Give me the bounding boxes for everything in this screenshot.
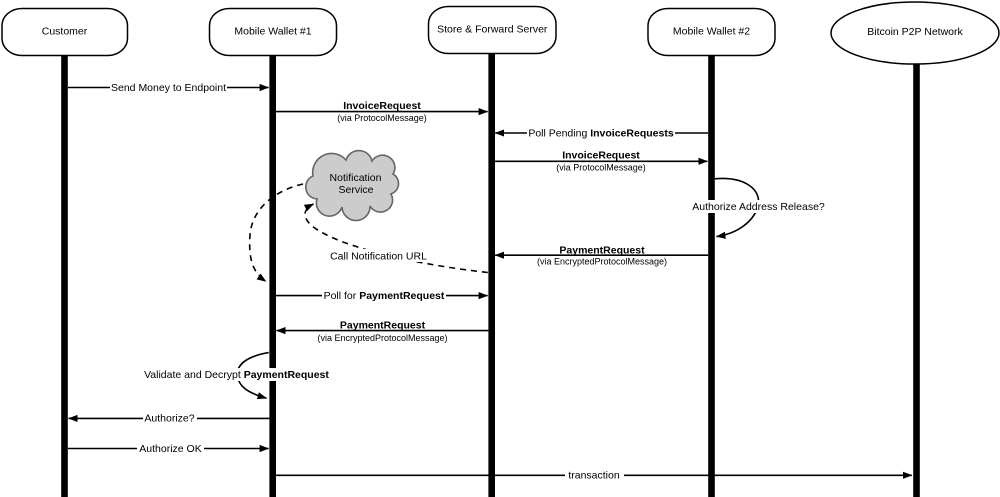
svg-text:Customer: Customer bbox=[42, 26, 88, 38]
svg-text:Poll for PaymentRequest: Poll for PaymentRequest bbox=[324, 290, 445, 302]
svg-text:Notification: Notification bbox=[330, 172, 382, 184]
svg-text:PaymentRequest: PaymentRequest bbox=[340, 320, 426, 332]
svg-text:PaymentRequest: PaymentRequest bbox=[559, 244, 645, 256]
svg-text:Validate and Decrypt PaymentRe: Validate and Decrypt PaymentRequest bbox=[144, 369, 329, 381]
svg-text:Authorize OK: Authorize OK bbox=[139, 443, 201, 455]
svg-text:(via EncryptedProtocolMessage): (via EncryptedProtocolMessage) bbox=[317, 333, 447, 343]
svg-text:(via ProtocolMessage): (via ProtocolMessage) bbox=[337, 113, 427, 123]
svg-text:Poll Pending InvoiceRequests: Poll Pending InvoiceRequests bbox=[528, 127, 673, 139]
svg-text:Mobile Wallet #2: Mobile Wallet #2 bbox=[673, 26, 750, 38]
svg-text:(via EncryptedProtocolMessage): (via EncryptedProtocolMessage) bbox=[537, 256, 667, 266]
svg-text:InvoiceRequest: InvoiceRequest bbox=[343, 100, 421, 112]
svg-text:Authorize Address Release?: Authorize Address Release? bbox=[692, 201, 825, 213]
svg-text:Call Notification URL: Call Notification URL bbox=[330, 250, 427, 262]
svg-text:Mobile Wallet #1: Mobile Wallet #1 bbox=[234, 26, 311, 38]
svg-text:Send Money to Endpoint: Send Money to Endpoint bbox=[111, 82, 226, 94]
svg-text:transaction: transaction bbox=[568, 469, 620, 481]
svg-text:Service: Service bbox=[338, 184, 373, 196]
svg-text:Authorize?: Authorize? bbox=[144, 413, 194, 425]
svg-text:Store & Forward Server: Store & Forward Server bbox=[437, 24, 548, 36]
svg-text:(via ProtocolMessage): (via ProtocolMessage) bbox=[556, 162, 646, 172]
svg-text:Bitcoin P2P Network: Bitcoin P2P Network bbox=[867, 26, 963, 38]
svg-text:InvoiceRequest: InvoiceRequest bbox=[562, 150, 640, 162]
